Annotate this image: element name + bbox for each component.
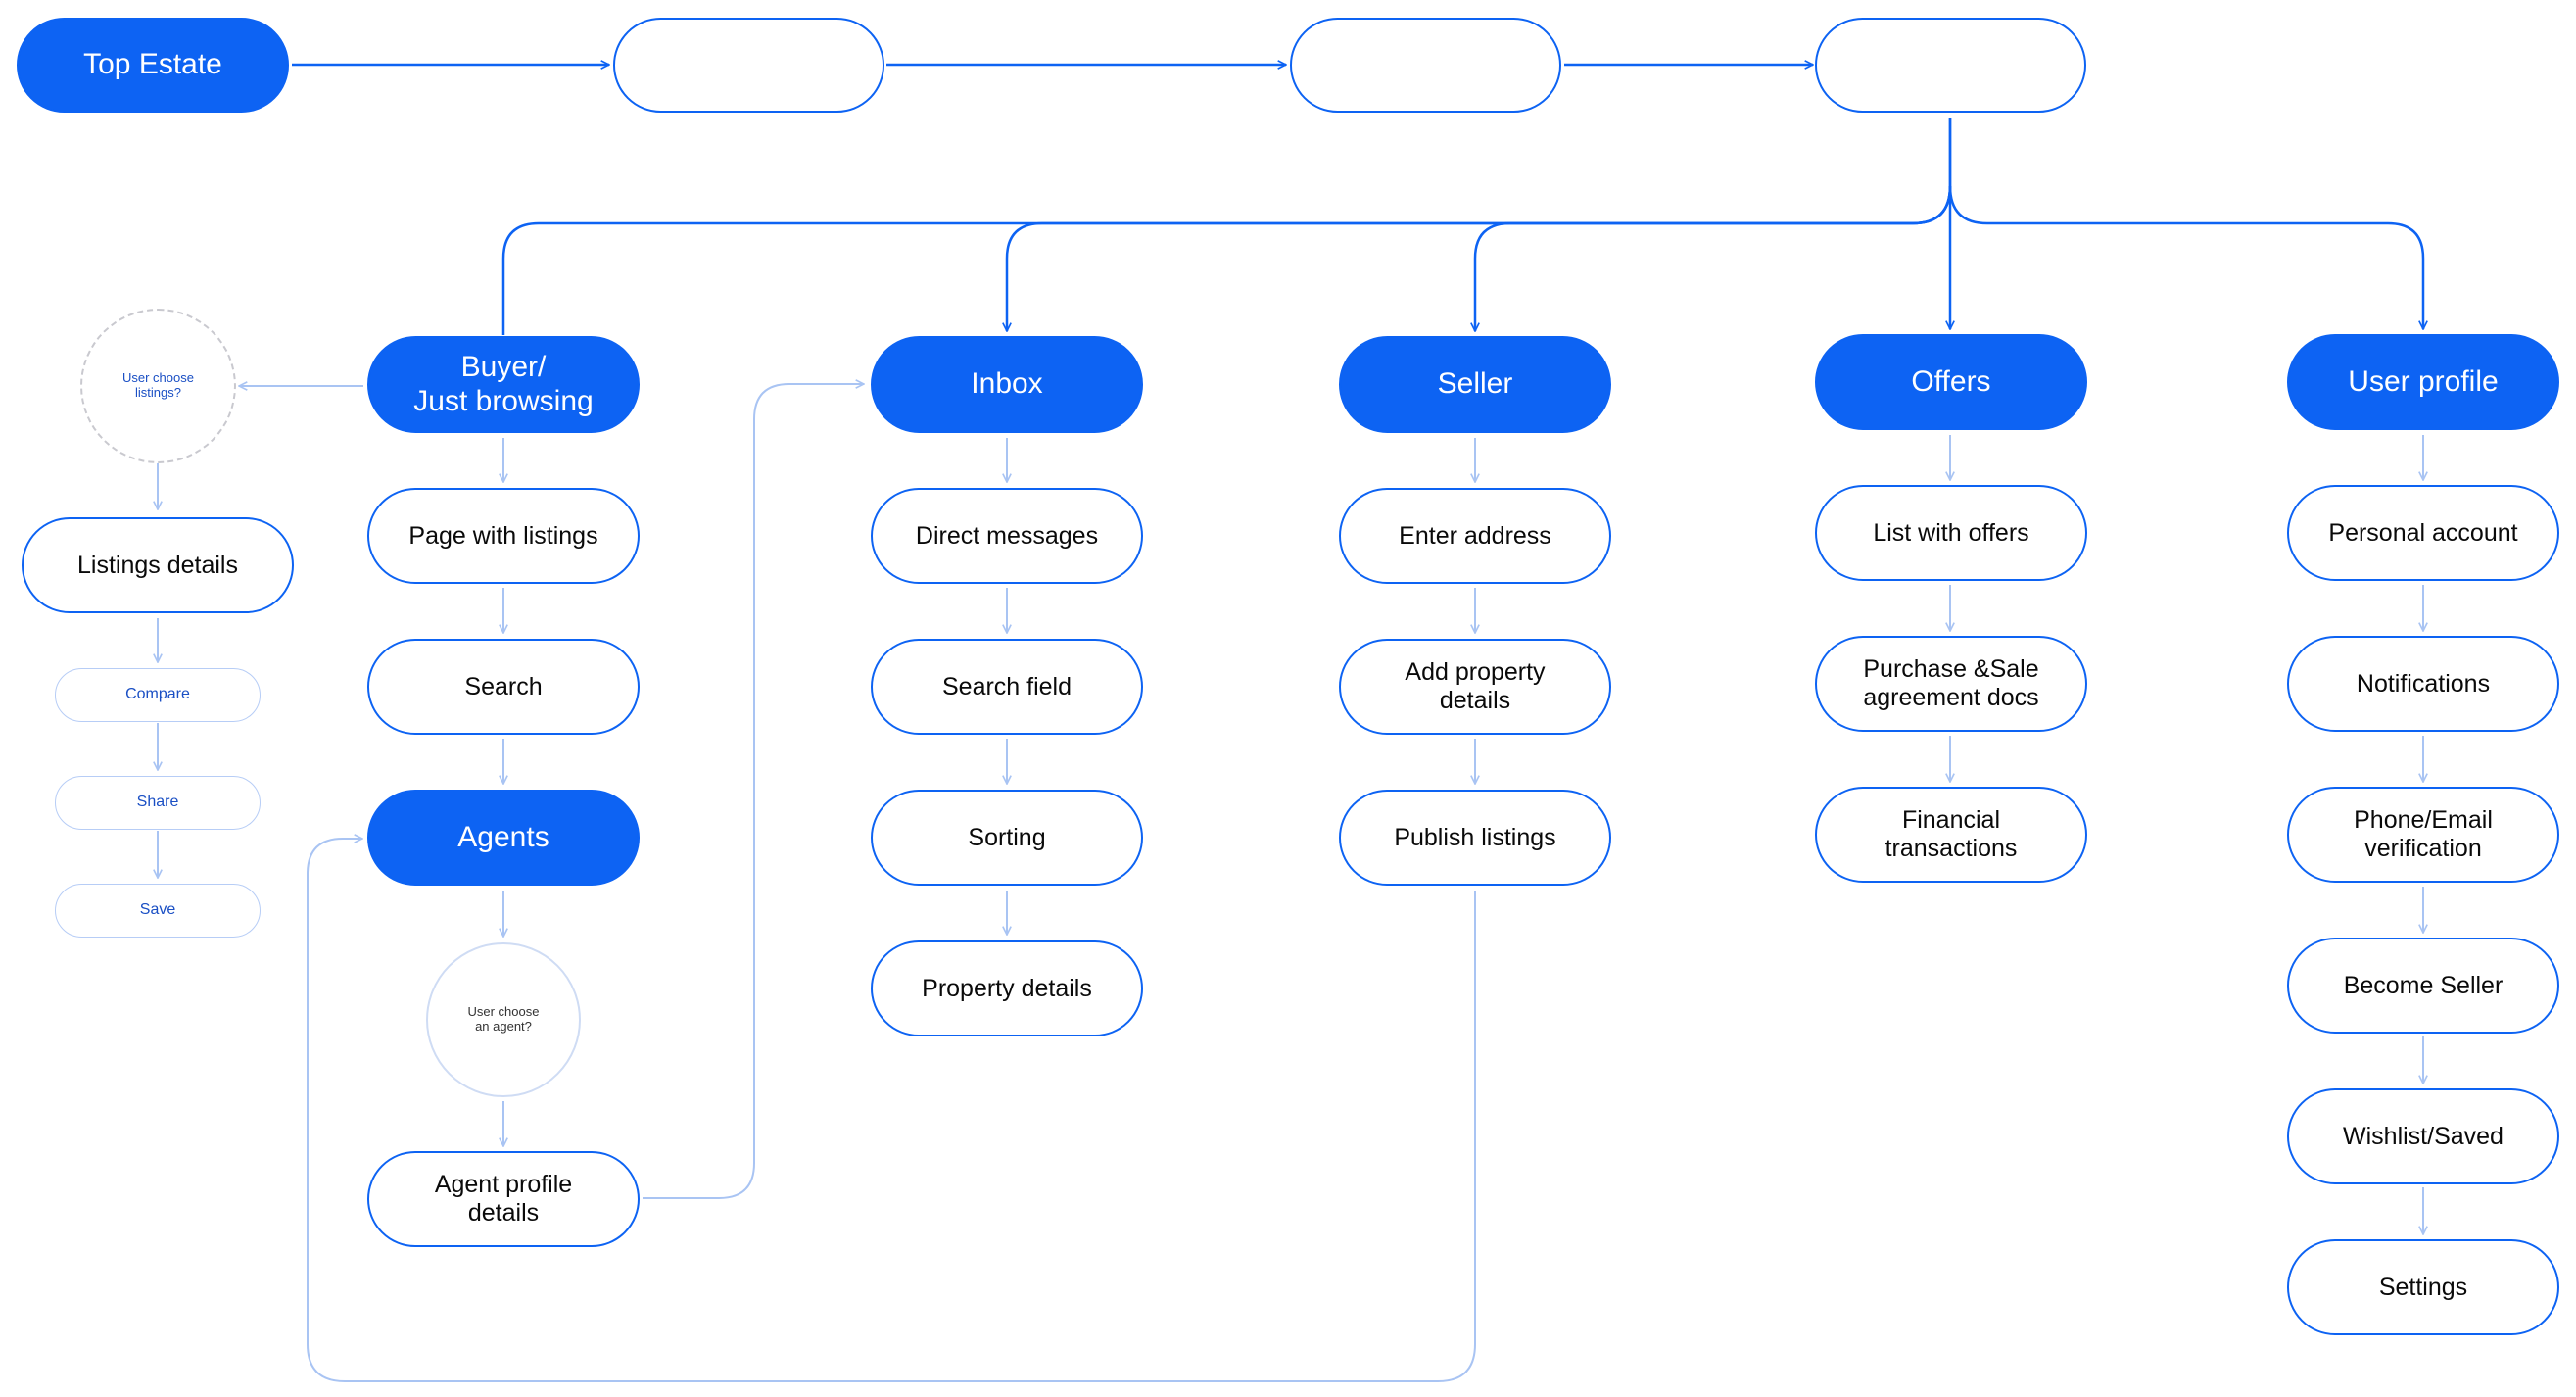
seller-item-enter-address[interactable]: Enter address — [1339, 488, 1611, 584]
inbox-item-label: Property details — [922, 974, 1092, 1002]
inbox-head[interactable]: Inbox — [871, 336, 1143, 433]
buyer-item-label: Page with listings — [408, 521, 598, 550]
buyer-head-label: Buyer/ Just browsing — [413, 351, 594, 417]
offers-item-list-with-offers[interactable]: List with offers — [1815, 485, 2087, 581]
user-profile-head-label: User profile — [2348, 364, 2499, 398]
offers-head[interactable]: Offers — [1815, 334, 2087, 430]
profile-item-label: Notifications — [2356, 669, 2491, 698]
share-label: Share — [136, 794, 179, 811]
offers-item-purchase-sale-docs[interactable]: Purchase &Sale agreement docs — [1815, 636, 2087, 732]
inbox-item-sorting[interactable]: Sorting — [871, 790, 1143, 886]
listings-decision[interactable]: User choose listings? — [80, 309, 236, 463]
link-agent-profile-to-inbox — [643, 384, 864, 1199]
top-step-2[interactable] — [613, 18, 884, 113]
compare-label: Compare — [125, 686, 190, 703]
agent-profile-node[interactable]: Agent profile details — [367, 1151, 640, 1247]
profile-item-wishlist-saved[interactable]: Wishlist/Saved — [2287, 1088, 2559, 1184]
save-node[interactable]: Save — [55, 884, 261, 938]
profile-item-label: Phone/Email verification — [2354, 806, 2493, 862]
offers-item-financial-transactions[interactable]: Financial transactions — [1815, 787, 2087, 883]
seller-item-add-property-details[interactable]: Add property details — [1339, 639, 1611, 735]
agents-head-label: Agents — [457, 820, 549, 853]
offers-item-label: List with offers — [1873, 518, 2029, 547]
inbox-item-direct-messages[interactable]: Direct messages — [871, 488, 1143, 584]
seller-item-label: Publish listings — [1394, 823, 1556, 851]
buyer-item-page-with-listings[interactable]: Page with listings — [367, 488, 640, 584]
top-step-4[interactable] — [1815, 18, 2086, 113]
seller-item-label: Enter address — [1399, 521, 1551, 550]
offers-head-label: Offers — [1911, 364, 1991, 398]
agent-profile-label: Agent profile details — [434, 1171, 573, 1227]
root-label: Top Estate — [83, 48, 222, 81]
agent-decision-label: User choose an agent? — [467, 1004, 540, 1034]
profile-item-label: Wishlist/Saved — [2343, 1122, 2504, 1150]
inbox-item-search-field[interactable]: Search field — [871, 639, 1143, 735]
profile-item-settings[interactable]: Settings — [2287, 1239, 2559, 1335]
listings-details-node[interactable]: Listings details — [22, 517, 294, 613]
listings-details-label: Listings details — [77, 551, 238, 579]
seller-item-label: Add property details — [1405, 658, 1546, 714]
profile-item-personal-account[interactable]: Personal account — [2287, 485, 2559, 581]
profile-item-label: Become Seller — [2343, 971, 2504, 999]
user-profile-head[interactable]: User profile — [2287, 334, 2559, 430]
agents-head[interactable]: Agents — [367, 790, 640, 886]
save-label: Save — [139, 901, 176, 919]
inbox-item-label: Search field — [941, 672, 1073, 700]
profile-item-phone-email-verification[interactable]: Phone/Email verification — [2287, 787, 2559, 883]
inbox-item-label: Sorting — [968, 823, 1046, 851]
buyer-head[interactable]: Buyer/ Just browsing — [367, 336, 640, 433]
inbox-item-property-details[interactable]: Property details — [871, 940, 1143, 1036]
compare-node[interactable]: Compare — [55, 668, 261, 722]
listings-decision-label: User choose listings? — [122, 370, 194, 400]
root-node[interactable]: Top Estate — [17, 18, 289, 113]
offers-item-label: Purchase &Sale agreement docs — [1863, 655, 2039, 711]
inbox-item-label: Direct messages — [915, 521, 1099, 550]
profile-item-notifications[interactable]: Notifications — [2287, 636, 2559, 732]
top-step-3[interactable] — [1290, 18, 1561, 113]
buyer-item-label: Search — [464, 672, 543, 700]
buyer-item-search[interactable]: Search — [367, 639, 640, 735]
seller-head-label: Seller — [1437, 367, 1513, 401]
seller-item-publish-listings[interactable]: Publish listings — [1339, 790, 1611, 886]
seller-head[interactable]: Seller — [1339, 336, 1611, 433]
offers-item-label: Financial transactions — [1884, 806, 2018, 862]
inbox-head-label: Inbox — [971, 367, 1043, 401]
link-publish-to-agents — [307, 839, 1476, 1382]
agent-decision[interactable]: User choose an agent? — [426, 942, 581, 1097]
profile-item-become-seller[interactable]: Become Seller — [2287, 938, 2559, 1034]
profile-item-label: Settings — [2378, 1273, 2468, 1301]
share-node[interactable]: Share — [55, 776, 261, 830]
profile-item-label: Personal account — [2328, 518, 2518, 547]
fanout-seller — [1475, 185, 1952, 331]
fanout-profile — [1948, 185, 2423, 329]
